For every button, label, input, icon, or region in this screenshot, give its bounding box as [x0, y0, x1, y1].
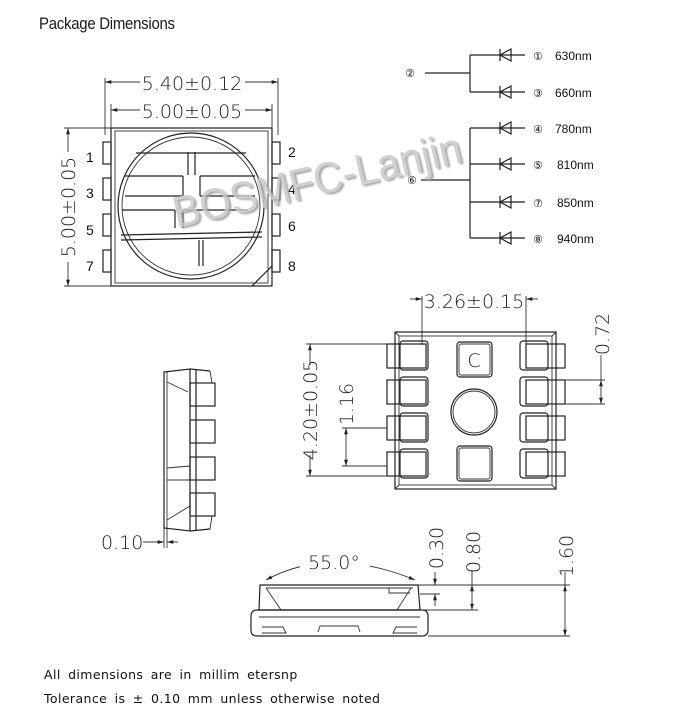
circuit-pin: ⑤	[533, 159, 543, 172]
pin-label-6: 6	[288, 218, 296, 234]
circuit-pin: ①	[533, 50, 543, 63]
pin-label-1: 1	[86, 149, 94, 165]
circuit-pin: ③	[533, 87, 543, 100]
dim-width-outer: 5.40±0.12	[142, 73, 243, 95]
cathode-mark: C	[467, 350, 480, 372]
dim-total-height: 1.60	[556, 535, 578, 577]
pin-label-4: 4	[288, 181, 296, 197]
pin-label-8: 8	[288, 258, 296, 274]
pin-label-7: 7	[86, 258, 94, 274]
dim-pad-width: 0.72	[592, 313, 614, 355]
circuit-pin: ⑦	[533, 197, 543, 210]
page-title: Package Dimensions	[39, 14, 175, 33]
wavelength-label: 940nm	[557, 232, 594, 246]
dim-pad-span: 3.26±0.15	[424, 291, 525, 313]
dim-upper-height: 0.80	[463, 531, 485, 573]
wavelength-label: 630nm	[555, 49, 592, 63]
dim-height: 4.20±0.05	[300, 360, 322, 461]
wavelength-label: 660nm	[555, 86, 592, 100]
pin-label-3: 3	[86, 185, 94, 201]
pads-right	[519, 340, 566, 479]
circuit-pin: ⑧	[533, 233, 543, 246]
wavelength-label: 810nm	[557, 158, 594, 172]
front-view: 55.0° 0.30 0.80 1.60	[250, 527, 578, 637]
dim-pitch: 1.16	[336, 383, 358, 425]
note-units: All dimensions are in millim etersnp	[44, 667, 298, 682]
side-view: 0.10	[101, 368, 216, 554]
dim-width-body: 5.00±0.05	[142, 101, 243, 123]
dim-height-body: 5.00±0.05	[58, 157, 80, 258]
circuit-pin: ④	[533, 123, 543, 136]
top-view: 5.40±0.12 5.00±0.05	[58, 73, 296, 287]
dim-offset: 0.10	[101, 532, 143, 554]
dim-lens-depth: 0.30	[426, 527, 448, 569]
pin-label-5: 5	[86, 222, 94, 238]
bottom-view: 3.26±0.15	[300, 291, 614, 490]
pads-left	[386, 340, 429, 479]
circuit-common-pin-1: ②	[405, 67, 415, 80]
note-tolerance: Tolerance is ± 0.10 mm unless otherwise …	[44, 691, 381, 706]
pin-label-2: 2	[288, 144, 296, 160]
dim-angle: 55.0°	[308, 552, 360, 574]
wavelength-label: 780nm	[555, 122, 592, 136]
wavelength-label: 850nm	[557, 196, 594, 210]
circuit-common-pin-2: ⑥	[407, 174, 417, 187]
circuit-diagram: ② ① 630nm ③ 660nm ⑥ ④ 780nm ⑤ 810nm ⑦ 85…	[405, 47, 594, 246]
